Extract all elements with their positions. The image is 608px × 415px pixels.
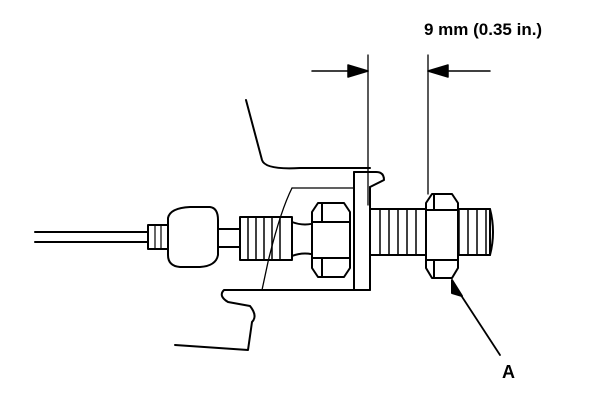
callout-label-a: A bbox=[502, 362, 515, 382]
inner-cable bbox=[34, 231, 149, 243]
adjuster-thread-left bbox=[239, 216, 319, 261]
callout-leader-a bbox=[451, 279, 501, 356]
cable-ferrule bbox=[147, 206, 241, 268]
dimension-extension-lines bbox=[367, 54, 429, 206]
dimension-label: 9 mm (0.35 in.) bbox=[424, 20, 543, 39]
lower-locknut bbox=[311, 202, 351, 278]
dimension-line bbox=[311, 64, 491, 78]
locknut-a bbox=[425, 193, 459, 279]
